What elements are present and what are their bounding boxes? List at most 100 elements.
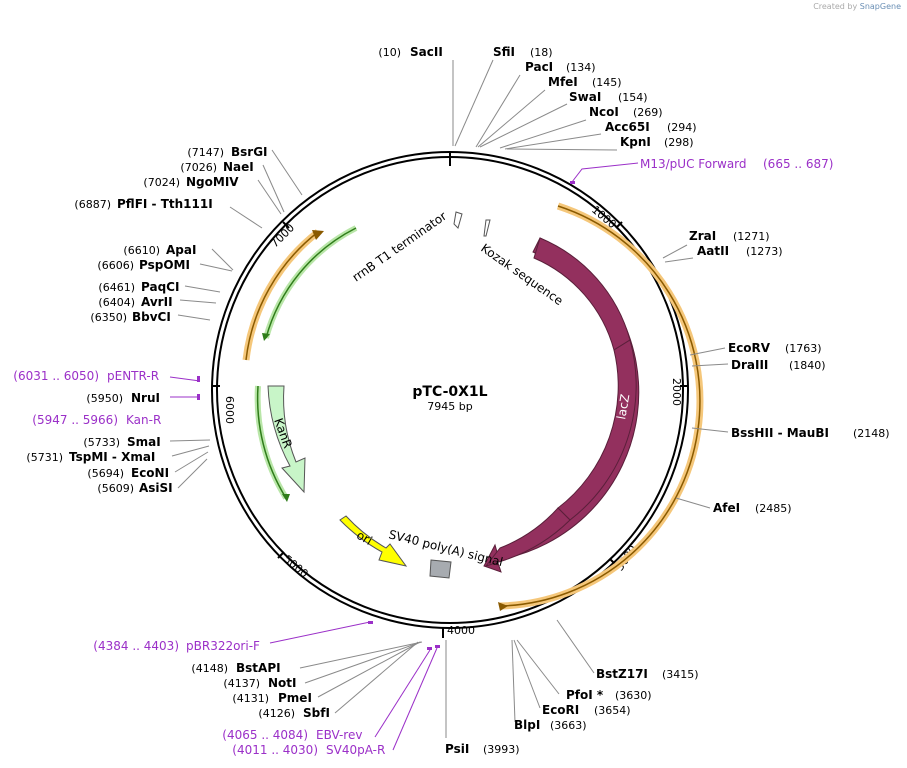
enzyme-pos-bsshii: (2148) — [853, 427, 890, 440]
snapgene-logo-text: SnapGene — [859, 2, 901, 11]
enzyme-pos-pmei: (4131) — [232, 692, 269, 705]
enzyme-paqci[interactable]: PaqCI — [141, 280, 179, 294]
enzyme-pos-asisi: (5609) — [97, 482, 134, 495]
lower-green-arrowhead — [282, 494, 290, 502]
enzyme-ecorv[interactable]: EcoRV — [728, 341, 771, 355]
enzyme-ncoi[interactable]: NcoI — [589, 105, 619, 119]
left-orange-arrowhead — [312, 230, 324, 240]
sv40-polya-feature[interactable] — [429, 559, 452, 579]
enzyme-apai[interactable]: ApaI — [166, 243, 196, 257]
enzyme-paci[interactable]: PacI — [525, 60, 553, 74]
primer-kan-r[interactable]: Kan-R — [126, 413, 161, 427]
tick-label-5000: 5000 — [281, 553, 311, 581]
enzyme-blpi[interactable]: BlpI — [514, 718, 540, 732]
tick-5000 — [277, 551, 285, 559]
enzyme-pos-mfei: (145) — [592, 76, 622, 89]
enzyme-pspomi[interactable]: PspOMI — [139, 258, 190, 272]
tick-label-6000: 6000 — [223, 396, 236, 424]
enzyme-pos-econi: (5694) — [87, 467, 124, 480]
tick-7000 — [282, 221, 290, 229]
enzyme-pos-ecorv: (1763) — [785, 342, 822, 355]
enzyme-acc65i[interactable]: Acc65I — [605, 120, 650, 134]
enzyme-aatii[interactable]: AatII — [697, 244, 729, 258]
enzyme-pos-swai: (154) — [618, 91, 648, 104]
feature-arc-right-arrowhead — [498, 602, 508, 611]
green-arc-arrowhead — [262, 333, 270, 341]
enzyme-ngomiv[interactable]: NgoMIV — [186, 175, 239, 189]
left-orange-arc — [245, 231, 319, 361]
enzyme-pos-zrai: (1271) — [733, 230, 770, 243]
enzyme-pos-paci: (134) — [566, 61, 596, 74]
enzyme-pos-draiii: (1840) — [789, 359, 826, 372]
enzyme-pos-tspmi: (5731) — [26, 451, 63, 464]
primer-marker-ebv — [427, 647, 432, 650]
rrnb-terminator-feature[interactable] — [453, 211, 463, 229]
primer-range-ebv: (4065 .. 4084) — [222, 728, 308, 742]
enzyme-pos-bstapi: (4148) — [191, 662, 228, 675]
enzyme-afei[interactable]: AfeI — [713, 501, 740, 515]
enzyme-mfei[interactable]: MfeI — [548, 75, 578, 89]
primer-range-kanr: (5947 .. 5966) — [32, 413, 118, 427]
enzyme-pos-kpni: (298) — [664, 136, 694, 149]
enzyme-avrii[interactable]: AvrII — [141, 295, 173, 309]
enzyme-pos-aatii: (1273) — [746, 245, 783, 258]
enzyme-econi[interactable]: EcoNI — [131, 466, 169, 480]
primer-m13-puc-forward[interactable]: M13/pUC Forward — [640, 157, 747, 171]
enzyme-pflfi-tth111i[interactable]: PflFI - Tth111I — [117, 197, 213, 211]
primer-marker-pbr322 — [368, 621, 373, 624]
tick-marks — [212, 151, 688, 638]
enzyme-swai[interactable]: SwaI — [569, 90, 601, 104]
enzyme-pos-paqci: (6461) — [98, 281, 135, 294]
enzyme-pfoi[interactable]: PfoI * — [566, 688, 604, 702]
enzyme-pmei[interactable]: PmeI — [278, 691, 312, 705]
enzyme-bstz17i[interactable]: BstZ17I — [596, 667, 648, 681]
kanr-label: KanR — [271, 416, 295, 450]
plasmid-title: pTC-0X1L — [412, 384, 487, 400]
lacz-label: lacZ — [614, 393, 632, 421]
plasmid-size: 7945 bp — [427, 400, 472, 413]
primer-range-pbr322: (4384 .. 4403) — [93, 639, 179, 653]
enzyme-bbvci[interactable]: BbvCI — [132, 310, 171, 324]
feature-arc-right — [499, 205, 701, 607]
enzyme-pos-pflfi: (6887) — [74, 198, 111, 211]
primer-pbr322ori-f[interactable]: pBR322ori-F — [186, 639, 260, 653]
enzyme-zrai[interactable]: ZraI — [689, 229, 716, 243]
enzyme-naei[interactable]: NaeI — [223, 160, 254, 174]
enzyme-sfii[interactable]: SfiI — [493, 45, 515, 59]
enzyme-pos-blpi: (3663) — [550, 719, 587, 732]
enzyme-tspmi-xmai[interactable]: TspMI - XmaI — [69, 450, 155, 464]
enzyme-asisi[interactable]: AsiSI — [139, 481, 173, 495]
enzyme-nrui[interactable]: NruI — [131, 391, 160, 405]
credit-text: Created by — [813, 2, 858, 11]
ori-feature[interactable] — [339, 515, 408, 567]
lacz-feature-bottom — [484, 507, 571, 567]
enzyme-pos-bsrgi: (7147) — [187, 146, 224, 159]
primer-sv40pa-r[interactable]: SV40pA-R — [326, 743, 385, 757]
enzyme-sbfi[interactable]: SbfI — [303, 706, 330, 720]
enzyme-sacii[interactable]: SacII — [410, 45, 443, 59]
kanr-feature[interactable] — [267, 385, 306, 494]
enzyme-draiii[interactable]: DraIII — [731, 358, 768, 372]
tick-label-2000: 2000 — [670, 378, 683, 406]
enzyme-smai[interactable]: SmaI — [127, 435, 161, 449]
primer-marker-pentr — [197, 376, 200, 382]
enzyme-kpni[interactable]: KpnI — [620, 135, 651, 149]
enzyme-leader-lines — [169, 59, 729, 738]
primer-leader-lines — [169, 162, 639, 751]
enzyme-bstapi[interactable]: BstAPI — [236, 661, 281, 675]
enzyme-psii[interactable]: PsiI — [445, 742, 469, 756]
enzyme-pos-ecori: (3654) — [594, 704, 631, 717]
primer-ebv-rev[interactable]: EBV-rev — [316, 728, 362, 742]
enzyme-pos-sbfi: (4126) — [258, 707, 295, 720]
primer-pentr-r[interactable]: pENTR-R — [107, 369, 159, 383]
enzyme-pos-naei: (7026) — [180, 161, 217, 174]
enzyme-ecori[interactable]: EcoRI — [542, 703, 579, 717]
enzyme-bsshii-maubi[interactable]: BssHII - MauBI — [731, 426, 829, 440]
enzyme-noti[interactable]: NotI — [268, 676, 297, 690]
lower-green-arc — [256, 385, 287, 499]
enzyme-pos-bbvci: (6350) — [90, 311, 127, 324]
enzyme-pos-ncoi: (269) — [633, 106, 663, 119]
kozak-feature[interactable] — [483, 219, 491, 237]
enzyme-bsrgi[interactable]: BsrGI — [231, 145, 268, 159]
